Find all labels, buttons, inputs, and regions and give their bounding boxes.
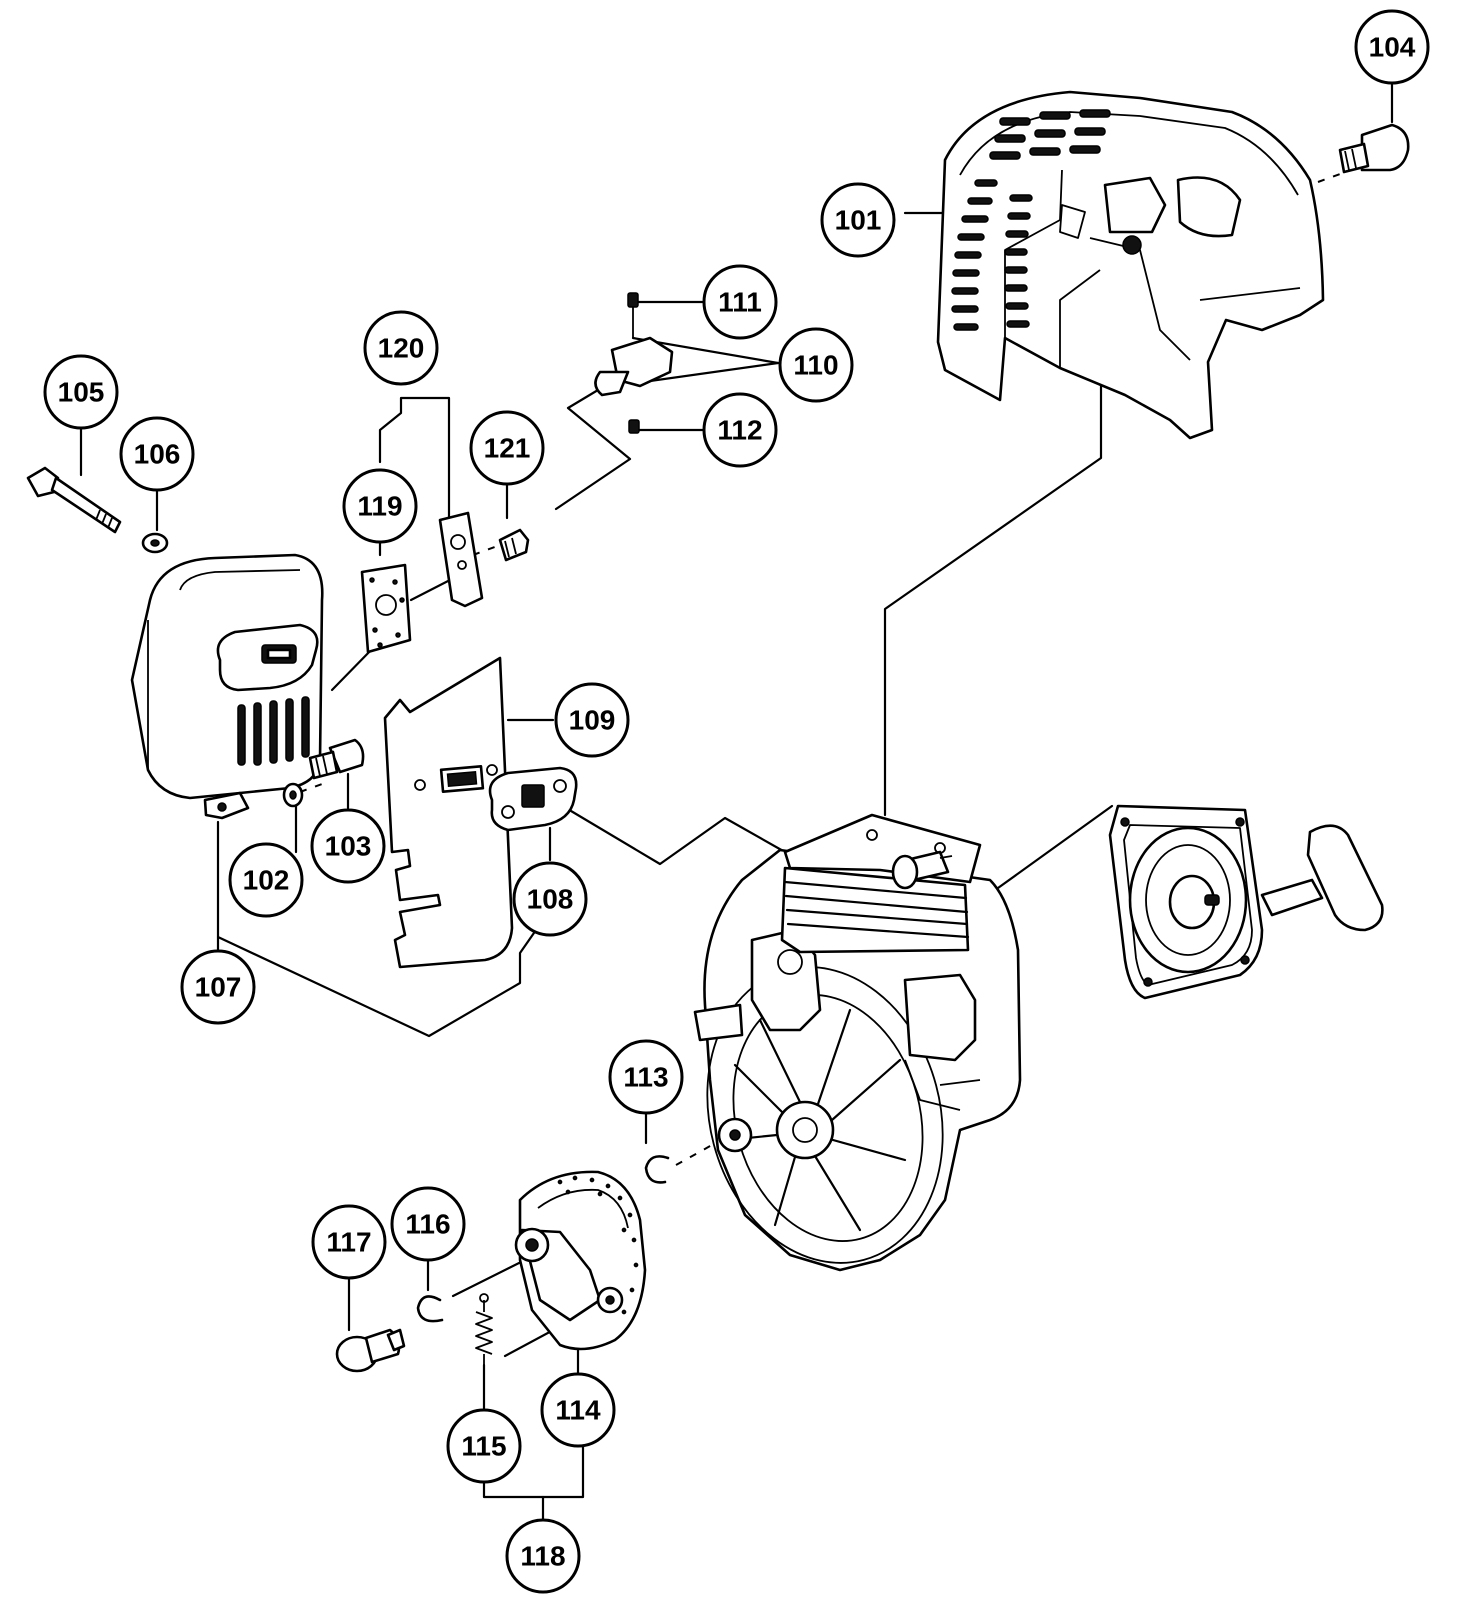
clutch-lining-texture — [557, 1175, 639, 1315]
svg-text:114: 114 — [555, 1395, 601, 1426]
callout-112: 112 — [702, 392, 778, 468]
svg-text:105: 105 — [58, 377, 105, 408]
callout-109: 109 — [554, 682, 630, 758]
clutch-bolt-part — [335, 1328, 406, 1373]
callout-120: 120 — [363, 310, 439, 386]
svg-text:115: 115 — [461, 1431, 506, 1462]
muffler-side-washer-part — [282, 782, 304, 808]
callout-102: 102 — [228, 842, 304, 918]
svg-text:102: 102 — [243, 865, 290, 896]
callout-110: 110 — [778, 327, 854, 403]
heat-plate-part — [438, 511, 484, 608]
muffler-gasket-part — [360, 563, 412, 654]
svg-text:111: 111 — [718, 287, 762, 318]
clutch-shoe-part — [514, 1170, 647, 1351]
svg-text:117: 117 — [326, 1227, 371, 1258]
clutch-spring-part — [475, 1293, 493, 1368]
cylinder-cooling-fins — [783, 880, 970, 939]
cover-screw-part — [1338, 123, 1410, 174]
muffler-side-bolt-part — [308, 738, 365, 780]
callout-balloons: 101 102 103 104 105 106 107 108 109 110 … — [43, 9, 1430, 1594]
callout-119: 119 — [342, 468, 418, 544]
svg-text:104: 104 — [1369, 32, 1416, 63]
engine-block-part — [693, 813, 1022, 1272]
crank-circlip-part — [644, 1155, 670, 1184]
cover-vent-slots — [951, 109, 1111, 331]
callout-105: 105 — [43, 354, 119, 430]
svg-text:119: 119 — [357, 491, 402, 522]
callout-113: 113 — [608, 1039, 684, 1115]
muffler-part — [130, 553, 324, 820]
svg-text:112: 112 — [717, 415, 762, 446]
clutch-e-ring-part — [416, 1295, 444, 1323]
svg-text:116: 116 — [405, 1209, 450, 1240]
engine-cover-part — [936, 90, 1325, 440]
callout-116: 116 — [390, 1186, 466, 1262]
callout-114: 114 — [540, 1372, 616, 1448]
svg-text:106: 106 — [134, 439, 181, 470]
leader-lines — [79, 76, 1394, 1523]
svg-text:109: 109 — [569, 705, 616, 736]
callout-103: 103 — [310, 808, 386, 884]
callout-107: 107 — [180, 949, 256, 1025]
callout-117: 117 — [311, 1204, 387, 1280]
svg-text:108: 108 — [527, 884, 574, 915]
muffler-bolt-part — [26, 466, 122, 534]
callout-111: 111 — [702, 264, 778, 340]
heat-shield-gasket-part — [383, 656, 514, 969]
svg-text:118: 118 — [520, 1541, 565, 1572]
svg-text:107: 107 — [195, 972, 242, 1003]
callout-118: 118 — [505, 1518, 581, 1594]
callout-108: 108 — [512, 861, 588, 937]
exhaust-insulator-part — [488, 766, 578, 832]
callout-104: 104 — [1354, 9, 1430, 85]
callout-121: 121 — [469, 410, 545, 486]
muffler-cooling-fins — [237, 696, 310, 766]
recoil-starter-part — [1108, 804, 1384, 1000]
callout-115: 115 — [446, 1408, 522, 1484]
mount-screw-part — [498, 528, 530, 562]
flywheel-fan-blades — [726, 1008, 907, 1232]
svg-text:101: 101 — [835, 205, 882, 236]
svg-text:120: 120 — [378, 333, 425, 364]
svg-text:113: 113 — [623, 1062, 668, 1093]
svg-text:110: 110 — [793, 350, 838, 381]
muffler-washer-part — [141, 532, 169, 554]
callout-106: 106 — [119, 416, 195, 492]
spark-plug-cap-part — [594, 292, 674, 434]
svg-text:103: 103 — [325, 831, 372, 862]
svg-text:121: 121 — [484, 433, 531, 464]
callout-101: 101 — [820, 182, 896, 258]
